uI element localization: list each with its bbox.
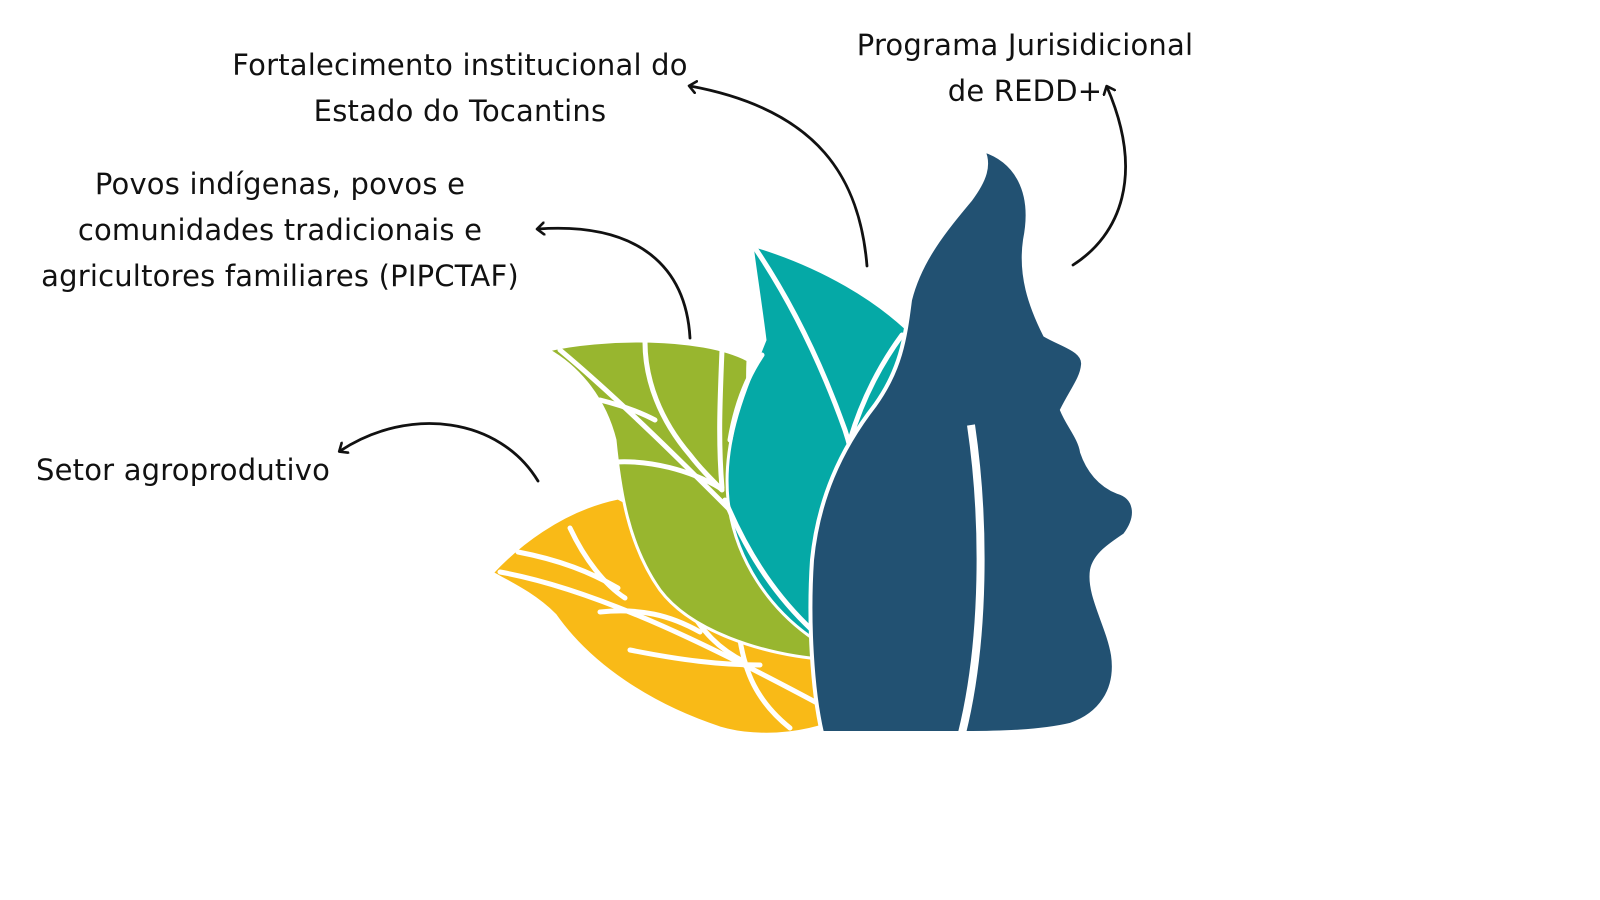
label-setor-agroprodutivo: Setor agroprodutivo — [36, 447, 376, 493]
label-redd-line1: Programa Jurisidicional — [856, 28, 1194, 62]
label-fortalecimento-line2: Estado do Tocantins — [313, 94, 607, 128]
label-setor-line1: Setor agroprodutivo — [36, 453, 331, 487]
label-redd-line2: de REDD+ — [947, 74, 1103, 108]
label-pipctaf: Povos indígenas, povos e comunidades tra… — [10, 161, 550, 299]
yellow-leaf-icon — [489, 496, 858, 736]
arrow-fortalecimento-icon — [690, 86, 869, 268]
label-fortalecimento: Fortalecimento institucional do Estado d… — [200, 42, 720, 134]
label-pipctaf-line1: Povos indígenas, povos e — [94, 167, 466, 201]
arrow-pipctaf-icon — [538, 228, 692, 340]
label-pipctaf-line2: comunidades tradicionais e — [77, 213, 483, 247]
label-fortalecimento-line1: Fortalecimento institucional do — [232, 48, 688, 82]
human-profile-icon — [808, 146, 1136, 735]
label-pipctaf-line3: agricultores familiares (PIPCTAF) — [41, 259, 519, 293]
arrow-redd-icon — [1071, 87, 1127, 267]
arrow-setor-icon — [340, 422, 540, 483]
label-redd: Programa Jurisidicional de REDD+ — [830, 22, 1220, 114]
